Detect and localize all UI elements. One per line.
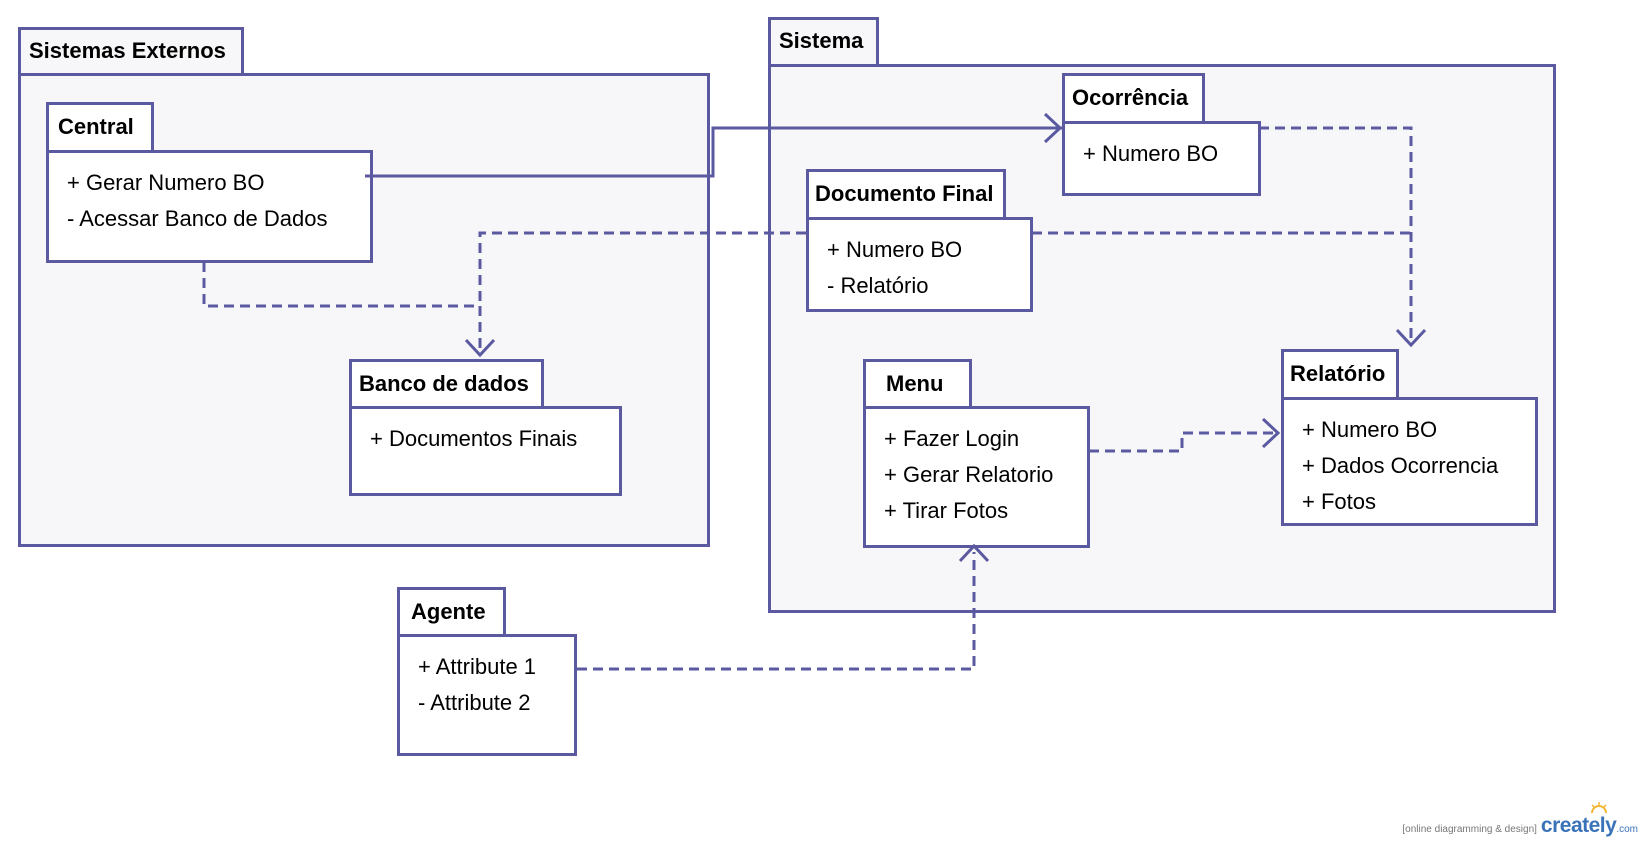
class-attributes: + Documentos Finais bbox=[349, 406, 622, 496]
attribute: + Tirar Fotos bbox=[884, 498, 1009, 523]
watermark-brand: creately bbox=[1540, 814, 1617, 837]
package-title: Sistema bbox=[768, 17, 879, 67]
class-attributes: + Numero BO - Relatório bbox=[806, 217, 1033, 312]
arrowhead-icon bbox=[958, 543, 990, 563]
attribute: + Numero BO bbox=[1302, 417, 1438, 442]
watermark-tagline: [online diagramming & design] bbox=[1402, 824, 1537, 835]
class-name: Central bbox=[46, 102, 154, 152]
class-name: Relatório bbox=[1281, 349, 1399, 399]
attribute: + Fotos bbox=[1302, 489, 1376, 514]
connector-agente-menu[interactable] bbox=[577, 552, 976, 671]
attribute: + Gerar Numero BO bbox=[67, 170, 265, 195]
arrowhead-icon bbox=[464, 338, 496, 358]
class-name: Ocorrência bbox=[1062, 73, 1205, 123]
attribute: + Documentos Finais bbox=[370, 426, 578, 451]
watermark-brand-suffix: .com bbox=[1616, 824, 1638, 835]
connector-ocorrencia-relatorio[interactable] bbox=[1259, 126, 1413, 344]
class-name: Documento Final bbox=[806, 169, 1006, 219]
attribute: + Dados Ocorrencia bbox=[1302, 453, 1499, 478]
class-name: Menu bbox=[863, 359, 972, 409]
attribute: + Attribute 1 bbox=[418, 654, 537, 679]
attribute: + Numero BO bbox=[1083, 141, 1219, 166]
class-attributes: + Fazer Login + Gerar Relatorio + Tirar … bbox=[863, 406, 1090, 548]
connector-menu-relatorio[interactable] bbox=[1089, 431, 1279, 453]
connector-documento-banco[interactable] bbox=[478, 231, 806, 306]
connector-central-ocorrencia[interactable] bbox=[365, 126, 1062, 178]
attribute: + Fazer Login bbox=[884, 426, 1020, 451]
connector-central-banco[interactable] bbox=[202, 262, 482, 348]
attribute: - Relatório bbox=[827, 273, 929, 298]
class-attributes: + Numero BO + Dados Ocorrencia + Fotos bbox=[1281, 397, 1538, 526]
arrowhead-icon bbox=[1395, 328, 1427, 348]
package-title: Sistemas Externos bbox=[18, 27, 244, 76]
class-attributes: + Attribute 1 - Attribute 2 bbox=[397, 634, 577, 756]
creately-watermark: [online diagramming & design] creately .… bbox=[1402, 802, 1638, 838]
sun-logo-icon bbox=[1591, 802, 1607, 814]
class-attributes: + Gerar Numero BO - Acessar Banco de Dad… bbox=[46, 150, 373, 263]
attribute: + Numero BO bbox=[827, 237, 963, 262]
attribute: - Acessar Banco de Dados bbox=[67, 206, 328, 231]
attribute: + Gerar Relatorio bbox=[884, 462, 1054, 487]
attribute: - Attribute 2 bbox=[418, 690, 531, 715]
class-attributes: + Numero BO bbox=[1062, 121, 1261, 196]
class-name: Agente bbox=[397, 587, 506, 637]
arrowhead-icon bbox=[1261, 417, 1281, 449]
arrowhead-icon bbox=[1043, 112, 1063, 144]
class-name: Banco de dados bbox=[349, 359, 544, 409]
